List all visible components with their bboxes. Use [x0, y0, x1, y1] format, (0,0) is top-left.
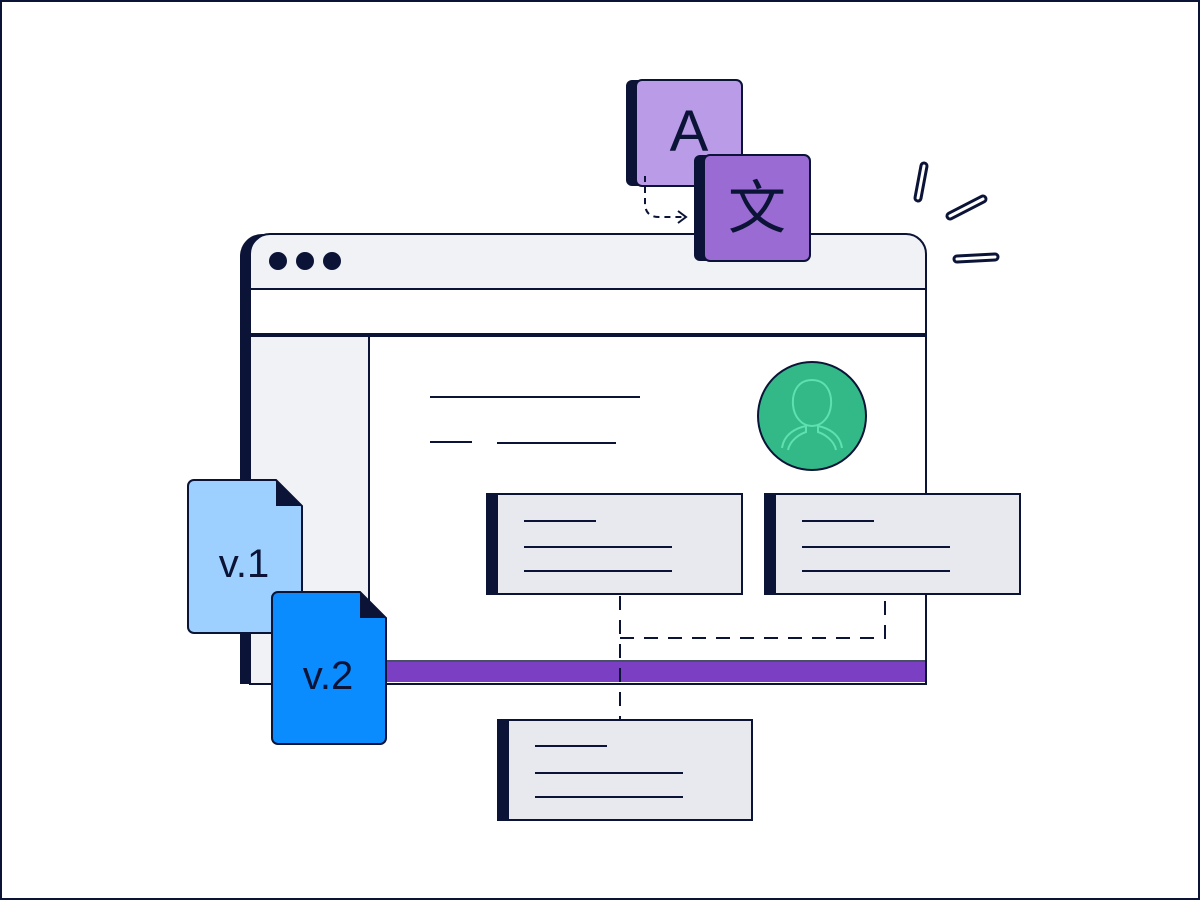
sparkle-marks	[913, 161, 1000, 264]
card-3-lines	[535, 745, 683, 798]
file-v2[interactable]: v.2	[271, 591, 387, 745]
connector-horizontal	[620, 596, 886, 639]
card-2-lines	[802, 520, 950, 572]
translate-tile-target[interactable]: 文	[694, 154, 811, 262]
progress-strip	[370, 662, 925, 682]
card-1-lines	[524, 520, 672, 572]
window-dot-1[interactable]	[269, 252, 287, 270]
user-icon	[781, 378, 843, 451]
file-v1-label: v.1	[219, 542, 269, 586]
browser-window	[240, 233, 927, 685]
translate-arrow-line	[644, 176, 684, 218]
content-card-3[interactable]	[497, 719, 753, 821]
content-card-1[interactable]	[486, 493, 743, 595]
avatar-circle	[757, 361, 867, 471]
file-v2-label: v.2	[303, 654, 353, 698]
file-v2-fold	[360, 592, 386, 618]
translate-arrow-head	[677, 210, 688, 224]
content-card-2[interactable]	[764, 493, 1021, 595]
window-dot-2[interactable]	[296, 252, 314, 270]
source-glyph: A	[670, 99, 709, 164]
target-glyph: 文	[728, 176, 786, 241]
text-placeholder-lines	[430, 396, 640, 444]
file-v1-fold	[276, 480, 302, 506]
window-dot-3[interactable]	[323, 252, 341, 270]
dashed-connectors	[619, 596, 886, 720]
toolbar	[251, 290, 925, 334]
avatar	[757, 361, 867, 471]
